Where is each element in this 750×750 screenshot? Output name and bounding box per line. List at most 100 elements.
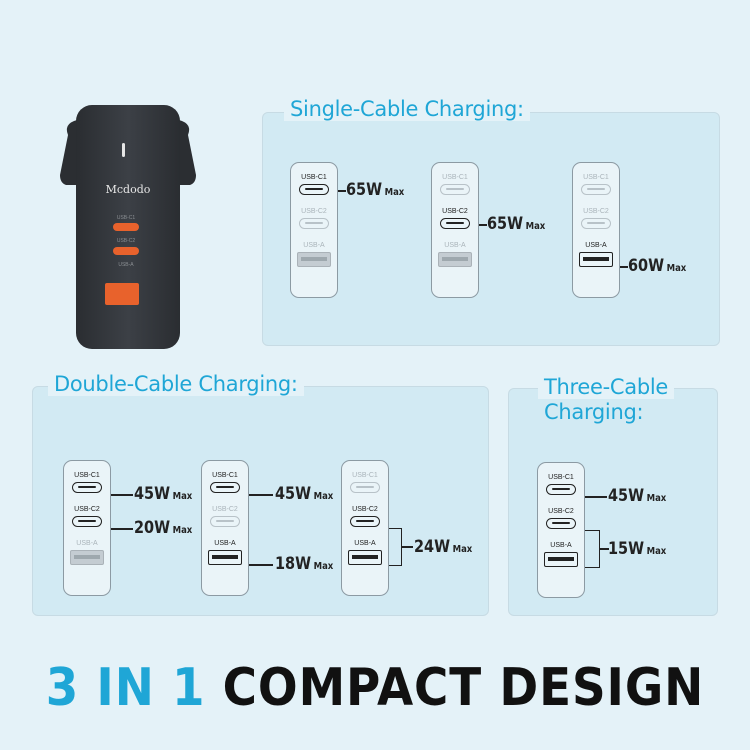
three-bracket <box>585 530 600 568</box>
single-card-1-a-label: USB-A <box>303 242 325 249</box>
double-cable-title: Double-Cable Charging: <box>48 372 304 396</box>
headline-part2: COMPACT DESIGN <box>222 658 705 718</box>
three-watt-2-max: Max <box>646 546 667 557</box>
double-watt-1b-max: Max <box>172 525 193 536</box>
double-card-2-c1-label: USB-C1 <box>212 472 238 479</box>
double-card-2-c2-label: USB-C2 <box>212 506 238 513</box>
single-line-2 <box>479 224 487 226</box>
single-card-2-a-port <box>438 252 472 267</box>
single-card-2-a-label: USB-A <box>444 242 466 249</box>
headline-part1: 3 IN 1 <box>45 658 206 718</box>
single-line-3 <box>620 266 628 268</box>
single-card-3-c1-port <box>581 184 611 195</box>
single-watt-2-max: Max <box>525 221 546 232</box>
charger-port-label-a: USB-A <box>118 262 134 268</box>
single-card-1 <box>290 162 338 298</box>
double-card-3-c2-label: USB-C2 <box>352 506 378 513</box>
three-cable-title-line1: Three-Cable <box>538 375 675 399</box>
double-card-1-a-port <box>70 550 104 565</box>
three-line-1 <box>585 496 607 498</box>
charger-port-a <box>105 283 139 305</box>
double-line-2b <box>249 564 273 566</box>
double-card-2-c2-port <box>210 516 240 527</box>
double-card-1 <box>63 460 111 596</box>
single-line-1 <box>338 190 346 192</box>
double-watt-1a-value: 45W <box>134 484 171 504</box>
single-card-1-c2-label: USB-C2 <box>301 208 327 215</box>
double-watt-3-max: Max <box>452 544 473 555</box>
charger-port-c1 <box>113 223 139 231</box>
double-line-1b <box>111 528 133 530</box>
double-card-1-c2-port <box>72 516 102 527</box>
double-watt-2b-max: Max <box>313 561 334 572</box>
three-card <box>537 462 585 598</box>
double-line-2a <box>249 494 273 496</box>
single-card-2-c1-port <box>440 184 470 195</box>
three-cable-title-line2: Charging: <box>544 400 644 424</box>
single-card-3-c1-label: USB-C1 <box>583 174 609 181</box>
single-card-3-c2-port <box>581 218 611 229</box>
three-watt-1-max: Max <box>646 493 667 504</box>
single-card-3-c2-label: USB-C2 <box>583 208 609 215</box>
charger-image: Mcdodo USB-C1 USB-C2 USB-A <box>58 95 198 353</box>
double-watt-1b-value: 20W <box>134 518 171 538</box>
single-card-2-c1-label: USB-C1 <box>442 174 468 181</box>
single-cable-panel <box>262 112 720 346</box>
double-watt-3-value: 24W <box>414 537 451 557</box>
single-watt-2-value: 65W <box>487 214 524 234</box>
three-card-a-label: USB-A <box>550 542 572 549</box>
three-card-c2-label: USB-C2 <box>548 508 574 515</box>
double-card-1-a-label: USB-A <box>76 540 98 547</box>
single-card-1-a-port <box>297 252 331 267</box>
headline: 3 IN 1 COMPACT DESIGN <box>38 658 713 718</box>
charger-port-label-c2: USB-C2 <box>116 238 136 244</box>
single-watt-3-max: Max <box>666 263 687 274</box>
single-cable-title: Single-Cable Charging: <box>284 97 530 121</box>
brand-logo: Mcdodo <box>105 183 151 196</box>
single-card-2 <box>431 162 479 298</box>
single-card-1-c1-label: USB-C1 <box>301 174 327 181</box>
double-card-2 <box>201 460 249 596</box>
single-card-1-c2-port <box>299 218 329 229</box>
three-watt-1-value: 45W <box>608 486 645 506</box>
single-card-3-a-port <box>579 252 613 267</box>
double-card-3 <box>341 460 389 596</box>
double-card-3-a-label: USB-A <box>354 540 376 547</box>
single-card-3 <box>572 162 620 298</box>
double-card-3-a-port <box>348 550 382 565</box>
single-card-3-a-label: USB-A <box>585 242 607 249</box>
double-card-1-c2-label: USB-C2 <box>74 506 100 513</box>
double-card-3-c1-label: USB-C1 <box>352 472 378 479</box>
double-bracket-stem-3 <box>401 546 413 548</box>
three-card-c2-port <box>546 518 576 529</box>
double-card-3-c2-port <box>350 516 380 527</box>
single-card-1-c1-port <box>299 184 329 195</box>
single-watt-1-max: Max <box>384 187 405 198</box>
three-card-c1-label: USB-C1 <box>548 474 574 481</box>
double-card-1-c1-port <box>72 482 102 493</box>
double-line-1a <box>111 494 133 496</box>
charger-port-label-c1: USB-C1 <box>116 215 136 221</box>
three-watt-2-value: 15W <box>608 539 645 559</box>
charger-port-c2 <box>113 247 139 255</box>
double-watt-1a-max: Max <box>172 491 193 502</box>
single-card-2-c2-label: USB-C2 <box>442 208 468 215</box>
double-card-2-a-port <box>208 550 242 565</box>
double-watt-2a-max: Max <box>313 491 334 502</box>
single-card-2-c2-port <box>440 218 470 229</box>
three-card-a-port <box>544 552 578 567</box>
single-watt-3-value: 60W <box>628 256 665 276</box>
single-watt-1-value: 65W <box>346 180 383 200</box>
double-card-2-c1-port <box>210 482 240 493</box>
three-card-c1-port <box>546 484 576 495</box>
double-watt-2b-value: 18W <box>275 554 312 574</box>
